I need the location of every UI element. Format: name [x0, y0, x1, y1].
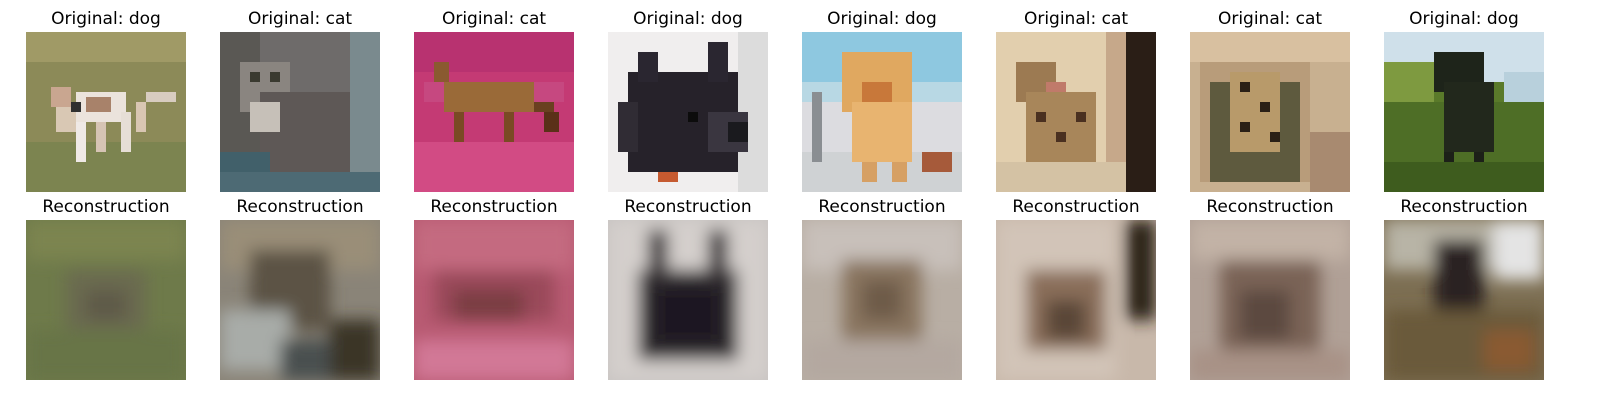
reconstruction-title-3: Reconstruction — [430, 197, 558, 217]
reconstruction-panel-7: Reconstruction — [1190, 194, 1350, 380]
original-image-3 — [414, 32, 574, 192]
reconstruction-panel-5: Reconstruction — [802, 194, 962, 380]
reconstruction-title-2: Reconstruction — [236, 197, 364, 217]
reconstruction-image-3 — [414, 220, 574, 380]
reconstruction-title-6: Reconstruction — [1012, 197, 1140, 217]
reconstruction-image-7 — [1190, 220, 1350, 380]
reconstruction-title-5: Reconstruction — [818, 197, 946, 217]
original-image-1 — [26, 32, 186, 192]
original-image-8 — [1384, 32, 1544, 192]
original-panel-1: Original: dog — [26, 6, 186, 192]
image-grid: Original: dog — [26, 6, 1544, 380]
reconstruction-panel-1: Reconstruction — [26, 194, 186, 380]
reconstruction-title-7: Reconstruction — [1206, 197, 1334, 217]
original-title-6: Original: cat — [1023, 9, 1129, 29]
reconstruction-image-6 — [996, 220, 1156, 380]
original-title-4: Original: dog — [633, 9, 743, 29]
original-title-1: Original: dog — [51, 9, 161, 29]
original-title-3: Original: cat — [441, 9, 547, 29]
original-title-2: Original: cat — [247, 9, 353, 29]
original-title-8: Original: dog — [1409, 9, 1519, 29]
original-title-5: Original: dog — [827, 9, 937, 29]
reconstruction-title-1: Reconstruction — [42, 197, 170, 217]
reconstruction-image-4 — [608, 220, 768, 380]
original-image-2 — [220, 32, 380, 192]
reconstruction-panel-8: Reconstruction — [1384, 194, 1544, 380]
original-panel-6: Original: cat — [996, 6, 1156, 192]
original-image-7 — [1190, 32, 1350, 192]
original-image-6 — [996, 32, 1156, 192]
original-image-4 — [608, 32, 768, 192]
reconstruction-title-4: Reconstruction — [624, 197, 752, 217]
original-panel-7: Original: cat — [1190, 6, 1350, 192]
reconstruction-image-5 — [802, 220, 962, 380]
reconstruction-image-2 — [220, 220, 380, 380]
reconstruction-panel-4: Reconstruction — [608, 194, 768, 380]
original-panel-3: Original: cat — [414, 6, 574, 192]
reconstruction-panel-6: Reconstruction — [996, 194, 1156, 380]
reconstruction-title-8: Reconstruction — [1400, 197, 1528, 217]
reconstruction-image-1 — [26, 220, 186, 380]
original-panel-2: Original: cat — [220, 6, 380, 192]
original-panel-4: Original: dog — [608, 6, 768, 192]
reconstruction-image-8 — [1384, 220, 1544, 380]
original-panel-8: Original: dog — [1384, 6, 1544, 192]
original-panel-5: Original: dog — [802, 6, 962, 192]
original-title-7: Original: cat — [1217, 9, 1323, 29]
original-image-5 — [802, 32, 962, 192]
reconstruction-panel-2: Reconstruction — [220, 194, 380, 380]
reconstruction-panel-3: Reconstruction — [414, 194, 574, 380]
